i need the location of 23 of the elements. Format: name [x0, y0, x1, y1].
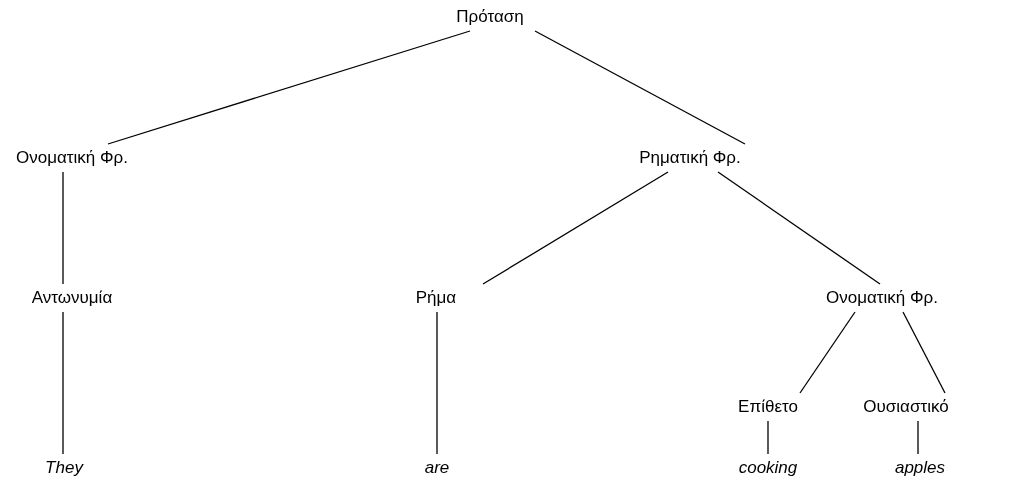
category-label: Αντωνυμία	[31, 287, 113, 310]
tree-branch-line	[62, 171, 64, 285]
tree-branch-line	[62, 311, 64, 455]
tree-branch-line	[534, 30, 746, 145]
tree-branch-line	[799, 311, 856, 394]
tree-branch-line	[436, 311, 438, 455]
category-label: Ρήμα	[415, 287, 457, 310]
tree-branch-line	[767, 420, 769, 455]
tree-branch-line	[917, 420, 919, 455]
category-label: Ρηματική Φρ.	[639, 147, 741, 170]
word-label: are	[424, 457, 450, 480]
category-label: Ουσιαστικό	[863, 396, 949, 419]
tree-branch-line	[902, 311, 946, 394]
word-label: They	[45, 457, 83, 480]
tree-branch-line	[107, 30, 471, 145]
category-label: Επίθετο	[738, 396, 798, 419]
category-label: Πρόταση	[456, 6, 524, 29]
word-label: cooking	[738, 457, 798, 480]
category-label: Ονοματική Φρ.	[826, 287, 938, 310]
tree-branch-line	[482, 171, 669, 285]
tree-branch-line	[717, 171, 881, 285]
category-label: Ονοματική Φρ.	[16, 147, 128, 170]
word-label: apples	[894, 457, 946, 480]
